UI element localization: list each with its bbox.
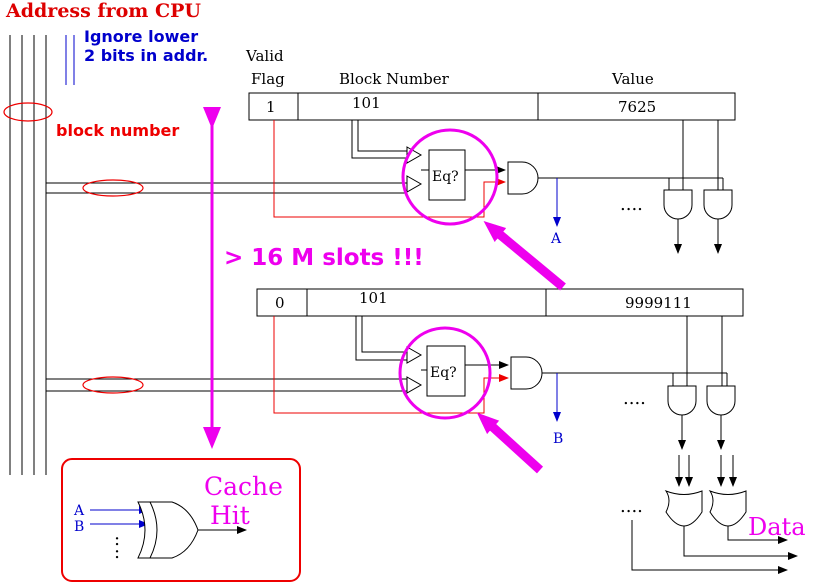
row2-valid-cell: 0 xyxy=(275,294,285,312)
cache-slot-row-2: 0 101 9999111 Eq? B .... xyxy=(46,288,744,450)
row1-comparator-label: Eq? xyxy=(432,169,459,185)
legend-input-b: B xyxy=(74,519,84,535)
slots-label: > 16 M slots !!! xyxy=(224,245,424,271)
header-valid-line2: Flag xyxy=(251,70,285,88)
row1-valid-cell: 1 xyxy=(266,98,276,116)
row1-block-cell: 101 xyxy=(352,94,381,112)
row1-value-cell: 7625 xyxy=(618,98,656,116)
header-valid-line1: Valid xyxy=(245,47,284,65)
row2-block-cell: 101 xyxy=(359,289,388,307)
address-bus xyxy=(9,35,47,475)
legend-title-line1: Cache xyxy=(204,472,283,501)
row2-output-label: B xyxy=(553,431,563,447)
row2-ellipsis: .... xyxy=(623,388,646,409)
legend-input-a: A xyxy=(73,503,85,519)
row1-pointer-arrow xyxy=(483,220,566,291)
row1-output-label: A xyxy=(550,231,562,247)
legend-dots: : xyxy=(114,529,120,550)
ignore-note-line2: 2 bits in addr. xyxy=(84,46,208,65)
data-label: Data xyxy=(748,513,806,541)
row2-comparator-label: Eq? xyxy=(430,365,457,381)
cache-hit-legend: Cache Hit A B : : xyxy=(61,458,301,582)
row1-ellipsis: .... xyxy=(620,194,643,215)
final-or-stage: .... Data xyxy=(620,455,806,574)
row2-value-cell: 9999111 xyxy=(625,294,692,312)
legend-dots-2: : xyxy=(114,542,120,563)
header-value: Value xyxy=(611,70,654,88)
legend-title-line2: Hit xyxy=(210,501,250,530)
title: Address from CPU xyxy=(5,0,201,22)
block-number-label: block number xyxy=(56,121,179,140)
ignored-bits-lines xyxy=(65,35,75,85)
row2-pointer-arrow xyxy=(476,412,544,474)
block-number-ellipse xyxy=(3,102,53,122)
header-block-number: Block Number xyxy=(339,70,450,88)
cache-slot-row-1: 1 101 7625 Eq? A .... xyxy=(46,92,736,254)
final-ellipsis: .... xyxy=(620,496,643,517)
ignore-note-line1: Ignore lower xyxy=(84,27,198,46)
